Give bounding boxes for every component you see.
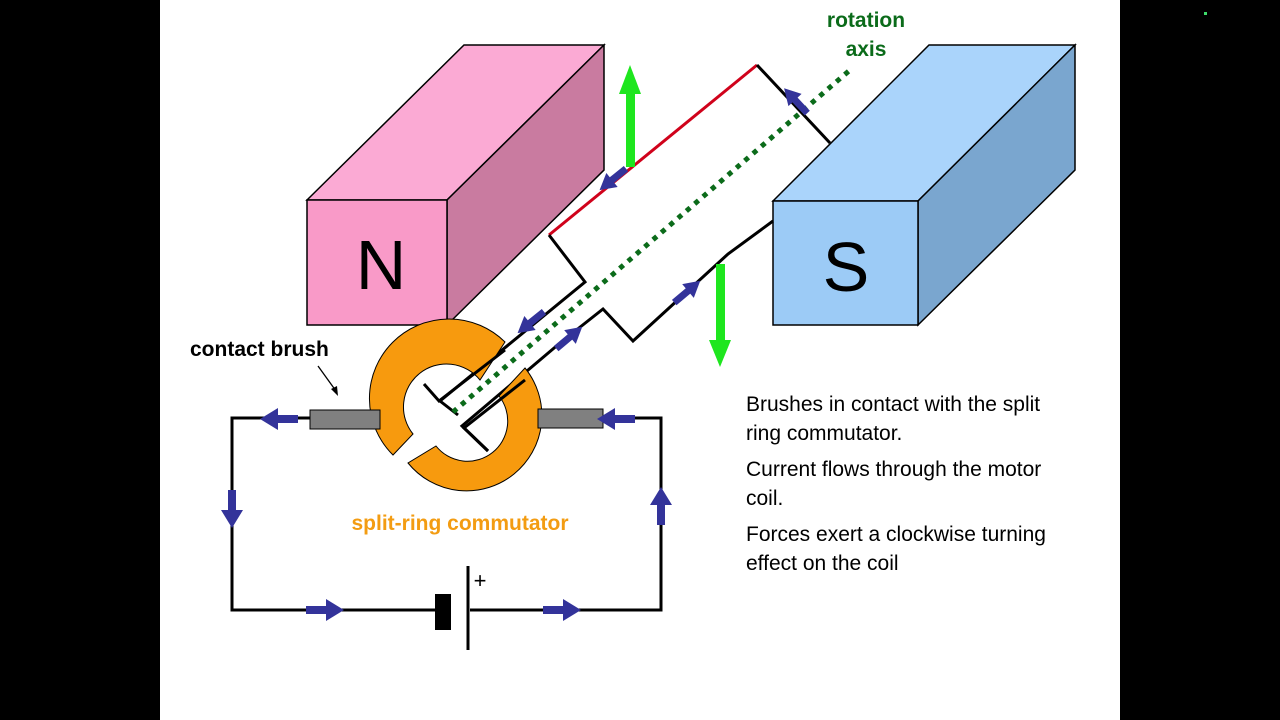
force-arrow-down-icon	[709, 264, 731, 367]
note-forces: Forces exert a clockwise turning effect …	[746, 523, 1046, 575]
current-arrow-icon	[597, 408, 635, 430]
motor-coil	[437, 63, 832, 453]
force-arrow-up-icon	[619, 65, 641, 167]
current-arrow-icon	[543, 599, 581, 621]
coil-lead-lower	[461, 378, 526, 453]
note-brushes: Brushes in contact with the split ring c…	[746, 393, 1041, 445]
contact-brush-right	[537, 408, 604, 429]
rotation-axis-label-line1: rotation	[827, 9, 905, 32]
current-arrows	[221, 88, 810, 621]
north-pole-label: N	[356, 226, 407, 304]
coil-right-edge	[755, 63, 832, 145]
current-arrow-icon	[784, 88, 810, 116]
current-arrow-icon	[221, 490, 243, 528]
current-arrow-icon	[671, 280, 701, 306]
current-arrow-icon	[306, 599, 344, 621]
battery: +	[435, 566, 486, 650]
rotation-axis-label-line2: axis	[846, 38, 887, 61]
split-ring-commutator	[369, 318, 543, 492]
commutator-label: split-ring commutator	[351, 512, 568, 535]
current-arrow-icon	[650, 487, 672, 525]
current-arrow-icon	[553, 326, 583, 352]
force-arrows	[619, 65, 731, 367]
explanation-notes: Brushes in contact with the split ring c…	[746, 390, 1076, 585]
south-magnet: S	[771, 43, 1077, 327]
contact-brush-left	[309, 409, 381, 430]
current-arrow-icon	[517, 308, 547, 334]
contact-brush-label: contact brush	[190, 338, 329, 361]
current-arrow-icon	[260, 408, 298, 430]
coil-top-edge	[548, 63, 758, 237]
current-arrow-icon	[599, 165, 629, 191]
battery-positive-label: +	[474, 568, 487, 593]
indicator-dot	[1204, 12, 1207, 15]
coil-lead-upper	[422, 348, 506, 404]
contact-brush-pointer-arrow-icon	[317, 365, 338, 396]
coil-lower-edge	[459, 219, 774, 453]
commutator-upper-half	[369, 318, 506, 456]
commutator-lower-half	[407, 367, 543, 492]
south-pole-label: S	[823, 228, 870, 306]
north-magnet-front	[306, 199, 448, 326]
north-magnet: N	[305, 43, 606, 327]
battery-negative-plate	[435, 594, 451, 630]
coil-left-edge	[437, 234, 588, 417]
note-current: Current flows through the motor coil.	[746, 458, 1042, 510]
south-magnet-front	[772, 200, 919, 326]
